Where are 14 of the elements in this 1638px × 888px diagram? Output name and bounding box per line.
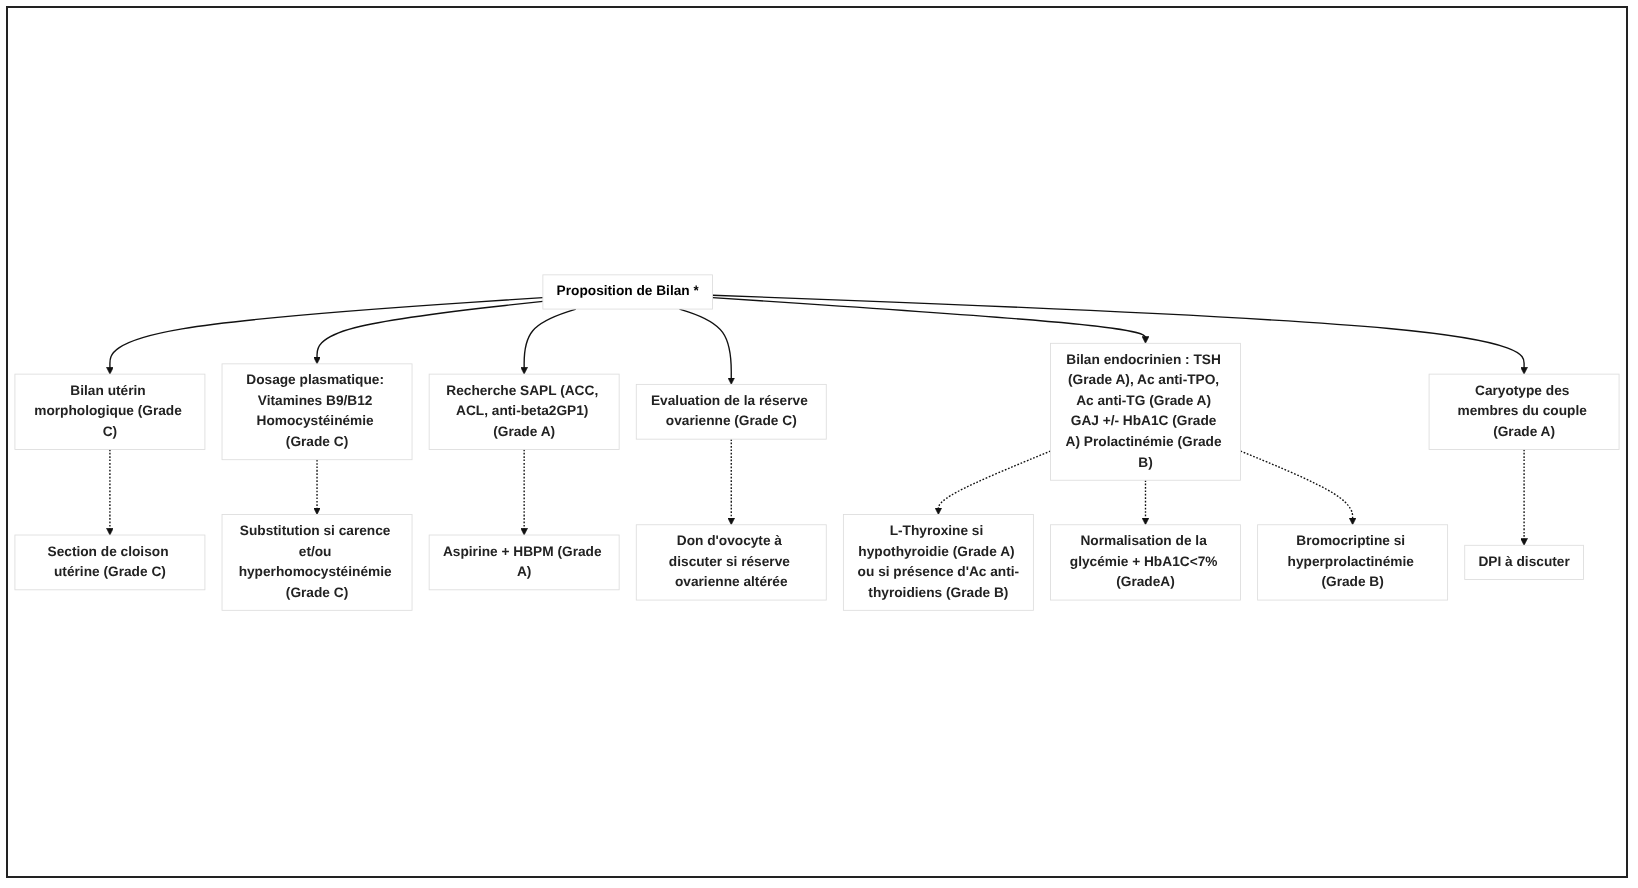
arrow: [313, 300, 544, 364]
arrow: [1520, 448, 1528, 546]
arrow: [678, 307, 736, 385]
arrow: [106, 448, 114, 535]
arrow: [520, 448, 528, 535]
arrow: [1141, 478, 1150, 525]
arrow: [106, 296, 544, 374]
arrow: [711, 293, 1528, 374]
arrow: [934, 449, 1052, 515]
arrow: [1239, 449, 1357, 525]
arrow: [727, 437, 736, 525]
arrow: [313, 458, 321, 515]
arrow: [711, 296, 1150, 344]
arrow: [520, 307, 577, 374]
